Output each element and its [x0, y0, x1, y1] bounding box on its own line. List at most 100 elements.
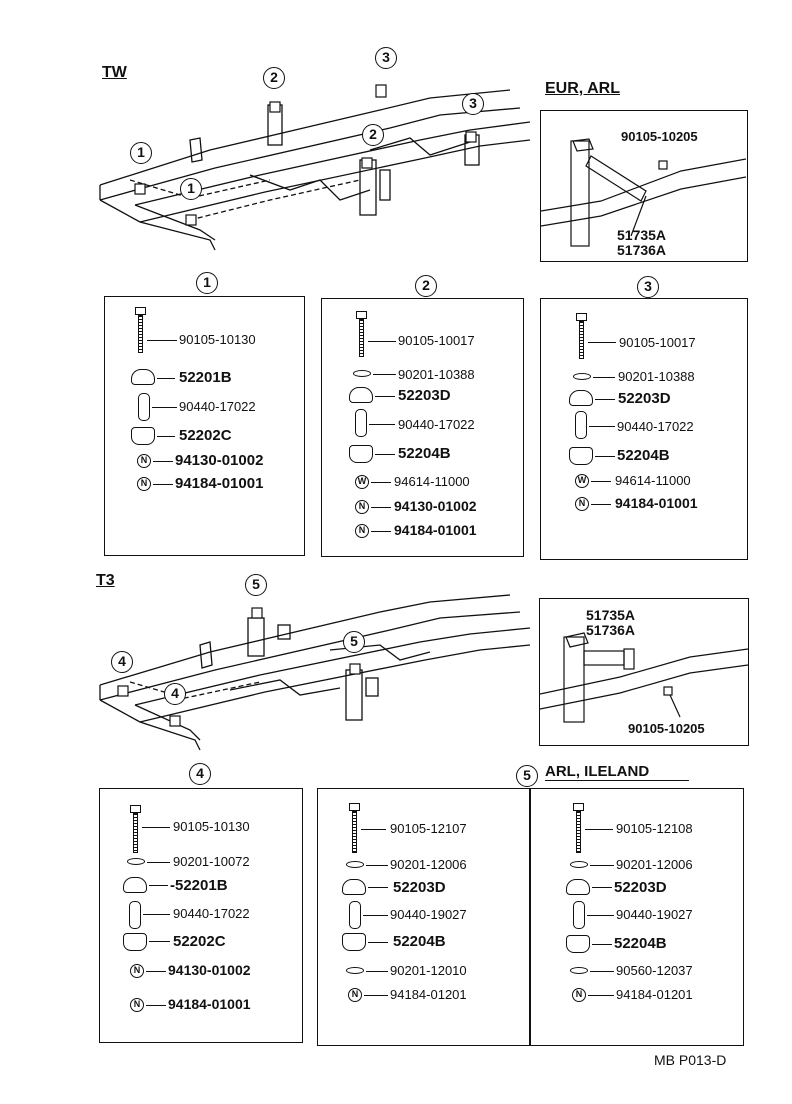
parts-box-2: 90105-10017 90201-10388 52203D 90440-170…	[321, 298, 524, 557]
inset-bottom-bolt-label: 90105-10205	[628, 721, 705, 736]
bolt-shaft-icon	[579, 321, 584, 359]
box1-part-6: 94184-01001	[175, 475, 264, 492]
box5b-part-6: 90560-12037	[616, 963, 693, 978]
callout-2-a: 2	[263, 67, 285, 89]
box2-part-5: 52204B	[398, 445, 451, 462]
diagram-code: MB P013-D	[654, 1052, 727, 1068]
section-label-eur-arl: EUR, ARL	[545, 80, 620, 97]
box2-part-2: 90201-10388	[398, 367, 475, 382]
inset-top-bracket-a: 51735A	[617, 227, 667, 243]
nut-mark-icon: N	[137, 477, 151, 491]
box3-part-3: 52203D	[618, 390, 671, 407]
lower-cushion-icon	[123, 933, 147, 951]
parts-box-1: 90105-10130 52201B 90440-17022 52202C N …	[104, 296, 305, 556]
lower-cushion-icon	[342, 933, 366, 951]
callout-3-a: 3	[375, 47, 397, 69]
bolt-shaft-icon	[138, 315, 143, 353]
box5b-part-2: 90201-12006	[616, 857, 693, 872]
inset-bottom: 51735A 51736A 90105-10205	[539, 598, 749, 746]
nut-mark-icon: N	[137, 454, 151, 468]
box4-part-3: -52201B	[170, 877, 228, 894]
box5b-part-5: 52204B	[614, 935, 667, 952]
box3-title: 3	[637, 276, 659, 298]
box5-divider	[529, 789, 531, 1045]
nut-mark-icon: N	[355, 500, 369, 514]
box5a-part-2: 90201-12006	[390, 857, 467, 872]
box3-part-1: 90105-10017	[619, 335, 696, 350]
box4-part-6: 94130-01002	[168, 962, 251, 978]
upper-cushion-icon	[131, 369, 155, 385]
bolt-icon	[356, 311, 367, 319]
bolt-icon	[349, 803, 360, 811]
washer-mark-icon: W	[355, 475, 369, 489]
box2-part-4: 90440-17022	[398, 417, 475, 432]
washer-icon	[573, 373, 591, 380]
parts-box-5: 90105-12107 90201-12006 52203D 90440-190…	[317, 788, 744, 1046]
box3-part-6: 94614-11000	[615, 473, 691, 488]
box5b-part-7: 94184-01201	[616, 987, 693, 1002]
box3-part-2: 90201-10388	[618, 369, 695, 384]
box4-part-2: 90201-10072	[173, 854, 250, 869]
sleeve-icon	[355, 409, 367, 437]
box4-title: 4	[189, 763, 211, 785]
bolt-icon	[135, 307, 146, 315]
box3-part-7: 94184-01001	[615, 495, 698, 511]
washer-icon	[127, 858, 145, 865]
upper-cushion-icon	[349, 387, 373, 403]
inset-top-bolt-label: 90105-10205	[621, 129, 698, 144]
bracket-illustration-bottom	[540, 632, 748, 723]
inset-top-bracket-b: 51736A	[617, 242, 667, 258]
box2-part-8: 94184-01001	[394, 522, 477, 538]
sleeve-icon	[129, 901, 141, 929]
callout-3-b: 3	[462, 93, 484, 115]
lower-cushion-icon	[566, 935, 590, 953]
bolt-shaft-icon	[359, 319, 364, 357]
box3-part-4: 90440-17022	[617, 419, 694, 434]
box2-title: 2	[415, 275, 437, 297]
box2-part-6: 94614-11000	[394, 474, 470, 489]
nut-mark-icon: N	[355, 524, 369, 538]
section-label-arl-ileland: ARL, ILELAND	[545, 763, 690, 781]
callout-4-b: 4	[164, 683, 186, 705]
box1-part-1: 90105-10130	[179, 332, 256, 347]
callout-5-b: 5	[343, 631, 365, 653]
box1-part-3: 90440-17022	[179, 399, 256, 414]
bolt-icon	[573, 803, 584, 811]
box1-part-5: 94130-01002	[175, 452, 264, 469]
box4-part-5: 52202C	[173, 933, 226, 950]
nut-mark-icon: N	[575, 497, 589, 511]
callout-4-a: 4	[111, 651, 133, 673]
box4-part-7: 94184-01001	[168, 996, 251, 1012]
nut-mark-icon: N	[130, 964, 144, 978]
parts-box-3: 90105-10017 90201-10388 52203D 90440-170…	[540, 298, 748, 560]
box4-part-4: 90440-17022	[173, 906, 250, 921]
box3-part-5: 52204B	[617, 447, 670, 464]
inset-bottom-bracket-b: 51736A	[586, 622, 636, 638]
bolt-icon	[576, 313, 587, 321]
bolt-shaft-icon	[576, 811, 581, 853]
washer-mark-icon: W	[575, 474, 589, 488]
box2-part-3: 52203D	[398, 387, 451, 404]
upper-cushion-icon	[566, 879, 590, 895]
nut-mark-icon: N	[348, 988, 362, 1002]
box1-title: 1	[196, 272, 218, 294]
box5a-part-7: 94184-01201	[390, 987, 467, 1002]
box5a-part-5: 52204B	[393, 933, 446, 950]
box1-part-2: 52201B	[179, 369, 232, 386]
bolt-shaft-icon	[352, 811, 357, 853]
lower-cushion-icon	[131, 427, 155, 445]
washer-icon	[570, 967, 588, 974]
box2-part-7: 94130-01002	[394, 498, 477, 514]
sleeve-icon	[349, 901, 361, 929]
box5-title: 5	[516, 765, 538, 787]
box1-part-4: 52202C	[179, 427, 232, 444]
section-label-tw: TW	[102, 64, 127, 81]
callout-1-a: 1	[130, 142, 152, 164]
inset-bottom-bracket-a: 51735A	[586, 607, 636, 623]
upper-cushion-icon	[123, 877, 147, 893]
parts-box-4: 90105-10130 90201-10072 -52201B 90440-17…	[99, 788, 303, 1043]
box5a-part-3: 52203D	[393, 879, 446, 896]
upper-cushion-icon	[342, 879, 366, 895]
bolt-icon	[130, 805, 141, 813]
washer-icon	[570, 861, 588, 868]
